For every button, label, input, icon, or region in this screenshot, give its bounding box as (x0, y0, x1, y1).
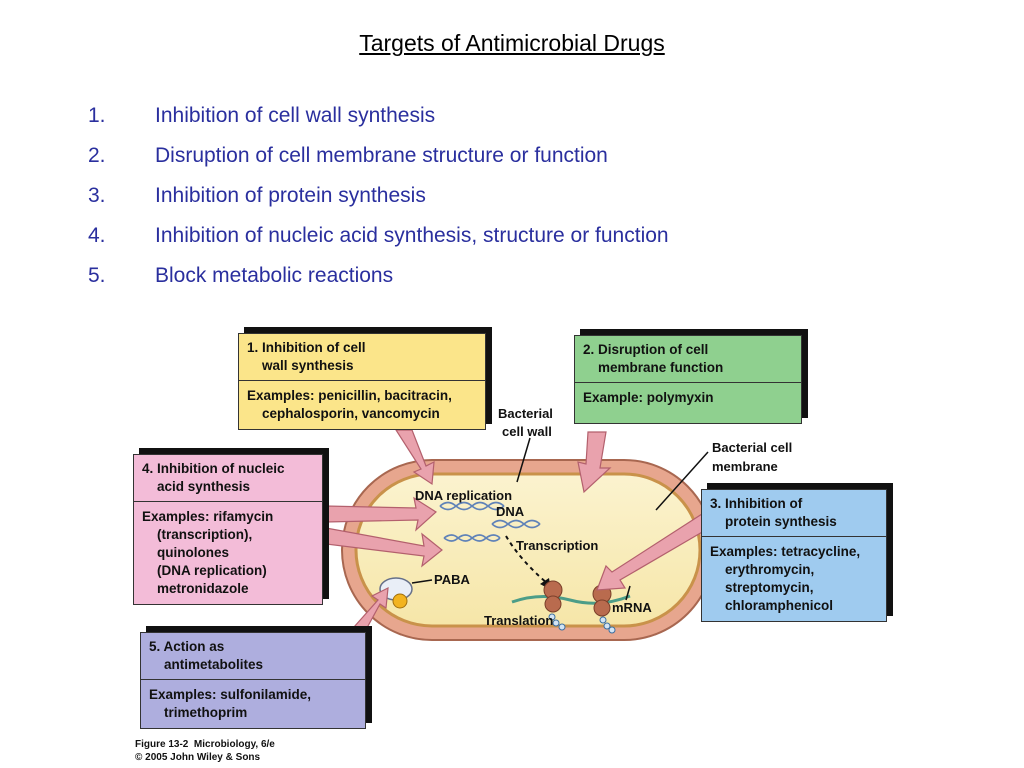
box-heading: 1. Inhibition of cell wall synthesis (239, 334, 485, 381)
list-item: 3. Inhibition of protein synthesis (88, 180, 669, 220)
transcription-path (505, 535, 549, 585)
box-examples: Examples: penicillin, bacitracin, cephal… (247, 388, 452, 421)
arrow-nucleic-dna (325, 496, 437, 532)
targets-list: 1. Inhibition of cell wall synthesis 2. Di… (88, 100, 669, 300)
box-examples: Examples: tetracycline, erythromycin, st… (710, 544, 861, 613)
arrow-membrane (577, 431, 612, 494)
list-text: Inhibition of cell wall synthesis (155, 104, 436, 127)
box-examples: Examples: sulfonilamide, trimethoprim (149, 687, 312, 720)
label-bacterial-cell-wall-1: Bacterial (498, 406, 553, 421)
box-cell-wall-synthesis: 1. Inhibition of cell wall synthesis Exa… (238, 333, 486, 430)
label-dna: DNA (496, 504, 525, 519)
list-item: 5. Block metabolic reactions (88, 260, 669, 300)
box-heading: 4. Inhibition of nucleic acid synthesis (134, 455, 322, 502)
box-nucleic-acid-synthesis: 4. Inhibition of nucleic acid synthesis … (133, 454, 323, 605)
box-protein-synthesis: 3. Inhibition of protein synthesis Examp… (701, 489, 887, 622)
label-bacterial-membrane-2: membrane (712, 459, 778, 474)
polypeptide-chain (548, 613, 616, 634)
arrow-cell-wall (394, 429, 435, 486)
box-antimetabolites: 5. Action as antimetabolites Examples: s… (140, 632, 366, 729)
label-bacterial-membrane-1: Bacterial cell (712, 440, 792, 455)
list-item: 4. Inhibition of nucleic acid synthesis, … (88, 220, 669, 260)
list-text: Disruption of cell membrane structure or… (155, 144, 608, 167)
label-translation: Translation (484, 613, 553, 628)
label-paba: PABA (434, 572, 470, 587)
box-examples: Examples: rifamycin (transcription), qui… (142, 509, 274, 596)
box-membrane-function: 2. Disruption of cell membrane function … (574, 335, 802, 424)
paba-enzyme (379, 577, 413, 609)
box-heading: 5. Action as antimetabolites (141, 633, 365, 680)
dna-helix (439, 501, 541, 542)
list-text: Inhibition of nucleic acid synthesis, st… (155, 224, 669, 247)
box-examples: Example: polymyxin (583, 390, 714, 405)
label-dna-replication: DNA replication (415, 488, 512, 503)
list-number: 2. (88, 144, 106, 167)
arrow-nucleic-rna (325, 527, 443, 568)
label-transcription: Transcription (516, 538, 598, 553)
box-heading: 2. Disruption of cell membrane function (575, 336, 801, 383)
arrow-protein (596, 513, 718, 591)
label-mrna: mRNA (612, 600, 652, 615)
box-heading: 3. Inhibition of protein synthesis (702, 490, 886, 537)
list-number: 3. (88, 184, 106, 207)
list-text: Block metabolic reactions (155, 264, 394, 287)
list-item: 1. Inhibition of cell wall synthesis (88, 100, 669, 140)
figure-credit: Figure 13-2 Microbiology, 6/e © 2005 Joh… (135, 739, 275, 763)
list-item: 2. Disruption of cell membrane structure … (88, 140, 669, 180)
list-text: Inhibition of protein synthesis (155, 184, 426, 207)
list-number: 4. (88, 224, 106, 247)
slide-title: Targets of Antimicrobial Drugs (359, 30, 665, 56)
label-bacterial-cell-wall-2: cell wall (502, 424, 552, 439)
mrna-strand (511, 594, 631, 605)
list-number: 5. (88, 264, 106, 287)
list-number: 1. (88, 104, 106, 127)
